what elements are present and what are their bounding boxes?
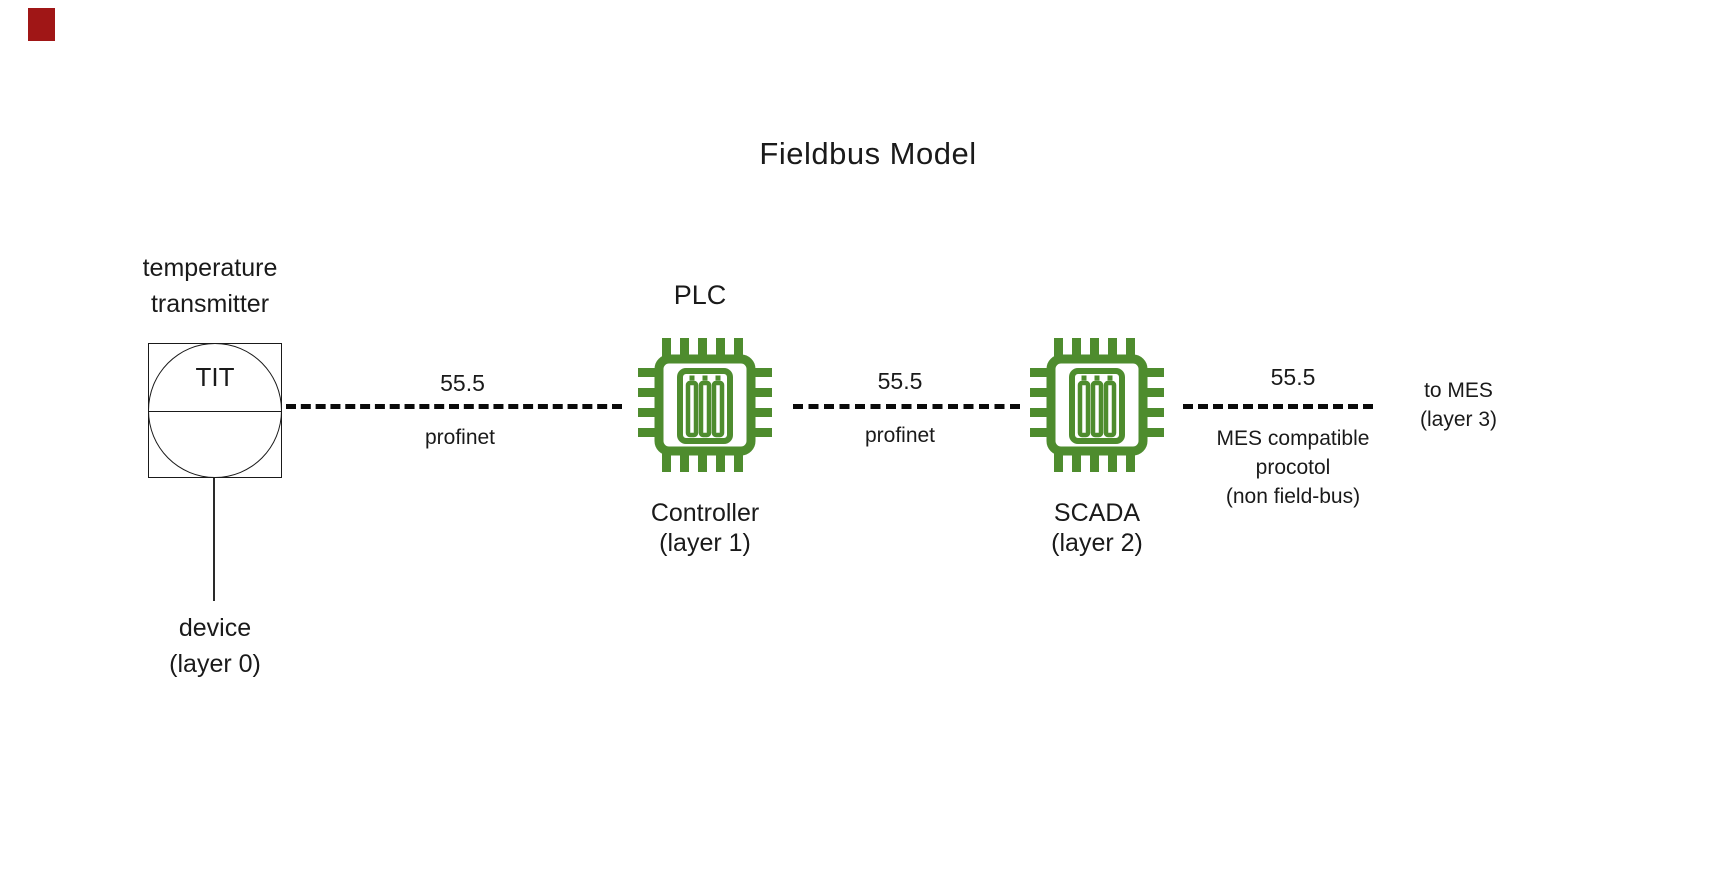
link-3-protocol: MES compatible procotol (non field-bus) <box>1188 424 1398 511</box>
plc-caption-line1: Controller <box>650 499 760 527</box>
plc-microchip-icon <box>630 330 780 480</box>
link-3-protocol-line1: MES compatible <box>1216 427 1370 450</box>
device-label-line2: (layer 0) <box>169 650 261 678</box>
fieldbus-link-2 <box>793 404 1020 409</box>
link-3-protocol-line3: (non field-bus) <box>1225 485 1361 508</box>
transmitter-symbol: TIT <box>148 343 282 478</box>
link-3-value: 55.5 <box>1270 364 1316 390</box>
mes-endpoint-line1: to MES <box>1424 379 1493 402</box>
scada-caption: SCADA (layer 2) <box>997 498 1197 558</box>
transmitter-label-line1: temperature <box>142 254 278 282</box>
device-label-line1: device <box>178 614 252 642</box>
link-2-protocol: profinet <box>864 424 936 447</box>
plc-caption-line2: (layer 1) <box>659 529 751 557</box>
mes-endpoint-label: to MES (layer 3) <box>1396 376 1521 434</box>
scada-caption-line1: SCADA <box>1053 499 1141 527</box>
device-label: device (layer 0) <box>115 610 315 682</box>
scada-microchip-icon <box>1022 330 1172 480</box>
link-1-value: 55.5 <box>440 370 485 396</box>
plc-label: PLC <box>673 280 727 310</box>
device-stem-line <box>213 478 215 601</box>
transmitter-tag: TIT <box>195 362 235 392</box>
fieldbus-link-3 <box>1183 404 1373 409</box>
diagram-title: Fieldbus Model <box>759 136 977 171</box>
plc-caption: Controller (layer 1) <box>605 498 805 558</box>
scada-caption-line2: (layer 2) <box>1051 529 1143 557</box>
fieldbus-link-1 <box>286 404 622 409</box>
link-2-value: 55.5 <box>877 368 923 394</box>
recording-marker <box>28 8 55 41</box>
mes-endpoint-line2: (layer 3) <box>1419 408 1498 431</box>
link-1-protocol: profinet <box>424 426 496 449</box>
link-3-protocol-line2: procotol <box>1255 456 1331 479</box>
transmitter-centerline <box>148 410 282 412</box>
transmitter-label: temperature transmitter <box>90 250 330 322</box>
transmitter-label-line2: transmitter <box>150 290 270 318</box>
